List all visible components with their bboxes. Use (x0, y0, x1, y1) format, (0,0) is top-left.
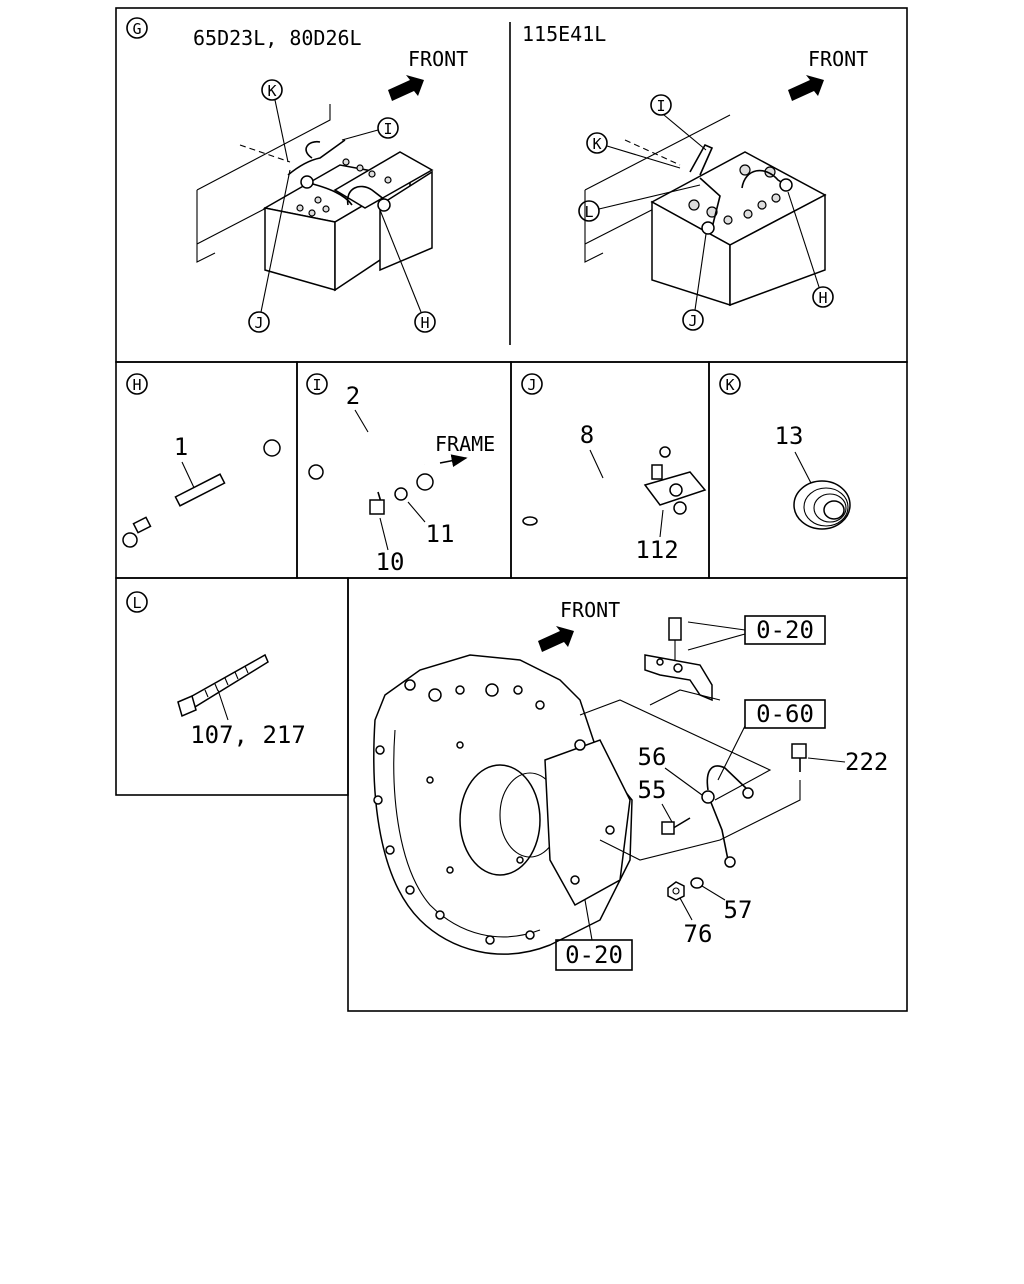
panel-g-right-title: 115E41L (522, 22, 606, 46)
panel-j-frame (510, 361, 710, 579)
panel-k-marker: K (725, 376, 734, 394)
panel-h-frame (115, 361, 298, 579)
callout-i-right: I (656, 97, 665, 115)
panel-bottom-frame (347, 577, 908, 1012)
cable-h-right (741, 169, 787, 189)
part-57-label: 57 (724, 896, 753, 924)
panel-frames (115, 7, 908, 1012)
cable-h-left (346, 185, 386, 206)
panel-l-marker: L (132, 594, 141, 612)
nut-76 (667, 881, 685, 901)
panel-h-marker: H (132, 376, 141, 394)
callout-j-left: J (254, 314, 263, 332)
callout-j-right: J (688, 312, 697, 330)
panel-k-frame (708, 361, 908, 579)
ground-cable (701, 765, 754, 868)
left-battery-assembly (196, 104, 434, 292)
right-callouts: I K L J H (578, 94, 834, 331)
cable-tie (177, 653, 269, 718)
front-label-right: FRONT (808, 47, 868, 71)
part-112-label: 112 (635, 536, 678, 564)
bolt-222 (791, 743, 807, 772)
part-10-label: 10 (376, 548, 405, 576)
callout-i-left: I (383, 120, 392, 138)
part-55-label: 55 (638, 776, 667, 804)
cable-i-left (287, 139, 346, 176)
front-label-bottom: FRONT (560, 598, 620, 622)
battery-cable-1 (122, 439, 281, 548)
battery-2-top (333, 151, 434, 209)
part-56-label: 56 (638, 743, 667, 771)
panel-g: G 65D23L, 80D26L 115E41L FRONT FRONT (126, 17, 868, 333)
grommet-13 (793, 480, 851, 530)
callout-k-right: K (592, 135, 601, 153)
front-arrow-right (788, 75, 824, 101)
cable-i-right (689, 143, 714, 176)
bolt-10 (369, 491, 385, 515)
part-13-label: 13 (775, 422, 804, 450)
part-222-label: 222 (845, 748, 888, 776)
ground-bracket (644, 617, 721, 706)
front-arrow-left (388, 75, 424, 101)
ref-box-0-60 (744, 699, 826, 729)
panel-i-marker: I (312, 376, 321, 394)
callout-k-left: K (267, 82, 276, 100)
callout-h-right: H (818, 289, 827, 307)
front-label-left: FRONT (408, 47, 468, 71)
panel-h: H 1 (122, 373, 281, 548)
part-107-217-label: 107, 217 (190, 721, 306, 749)
panel-l-frame (115, 577, 349, 796)
left-callouts: K I J H (248, 79, 436, 333)
right-battery-assembly (584, 114, 827, 307)
panel-j-marker: J (527, 376, 536, 394)
battery-cable-8 (522, 446, 671, 526)
panel-j: J 8 112 (521, 373, 707, 564)
part-8-label: 8 (580, 421, 594, 449)
washer-57 (690, 877, 704, 889)
ref-box-0-20-bottom (555, 939, 633, 971)
washer-11 (394, 487, 408, 501)
frame-label: FRAME (435, 432, 495, 456)
panel-g-marker: G (132, 20, 141, 38)
part-11-label: 11 (426, 520, 455, 548)
ref-0-20-bottom: 0-20 (565, 941, 623, 969)
bolt-55 (661, 817, 691, 835)
terminal-112 (643, 464, 707, 515)
front-arrow-bottom (538, 626, 574, 652)
clutch-housing (373, 654, 633, 955)
ref-0-20-top: 0-20 (756, 616, 814, 644)
part-2-label: 2 (346, 382, 360, 410)
panel-g-marker-circle (126, 17, 148, 39)
part-76-label: 76 (684, 920, 713, 948)
part-1-label: 1 (174, 433, 188, 461)
panel-g-left-title: 65D23L, 80D26L (193, 26, 362, 50)
ref-0-60: 0-60 (756, 700, 814, 728)
panel-k: K 13 (719, 373, 851, 530)
panel-i: I 2 FRAME 11 10 (306, 373, 495, 576)
panel-i-frame (296, 361, 512, 579)
ref-box-0-20-top (744, 615, 826, 645)
panel-bottom: FRONT (373, 598, 888, 971)
ground-cable-2 (308, 424, 434, 491)
panel-l: L 107, 217 (126, 591, 306, 749)
callout-l-right: L (584, 203, 593, 221)
callout-h-left: H (420, 314, 429, 332)
